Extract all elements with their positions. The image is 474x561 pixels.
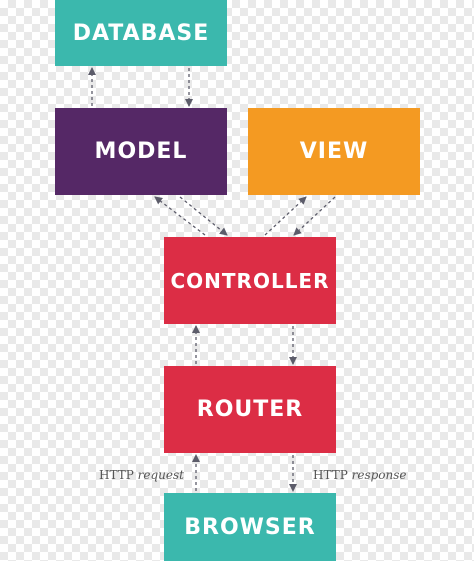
browser-node: BROWSER: [164, 493, 336, 561]
arrow-view-to-controller: [293, 196, 336, 236]
view-node: VIEW: [248, 108, 420, 195]
model-node: MODEL: [55, 108, 227, 195]
arrow-model-to-controller: [179, 196, 228, 236]
http-response-prefix: HTTP: [313, 468, 348, 482]
view-label: VIEW: [299, 139, 369, 164]
model-label: MODEL: [94, 139, 188, 164]
router-label: ROUTER: [196, 397, 304, 422]
database-label: DATABASE: [72, 20, 210, 46]
arrow-controller-to-model: [154, 196, 206, 236]
browser-label: BROWSER: [184, 514, 316, 540]
arrow-controller-to-view: [264, 196, 307, 236]
controller-node: CONTROLLER: [164, 237, 336, 324]
database-node: DATABASE: [55, 0, 227, 66]
http-response-label: HTTP response: [313, 468, 407, 482]
http-request-prefix: HTTP: [99, 468, 134, 482]
controller-label: CONTROLLER: [170, 268, 330, 293]
http-response-word: response: [351, 468, 407, 482]
http-request-label: HTTP request: [99, 468, 184, 482]
router-node: ROUTER: [164, 366, 336, 453]
http-request-word: request: [137, 468, 184, 482]
